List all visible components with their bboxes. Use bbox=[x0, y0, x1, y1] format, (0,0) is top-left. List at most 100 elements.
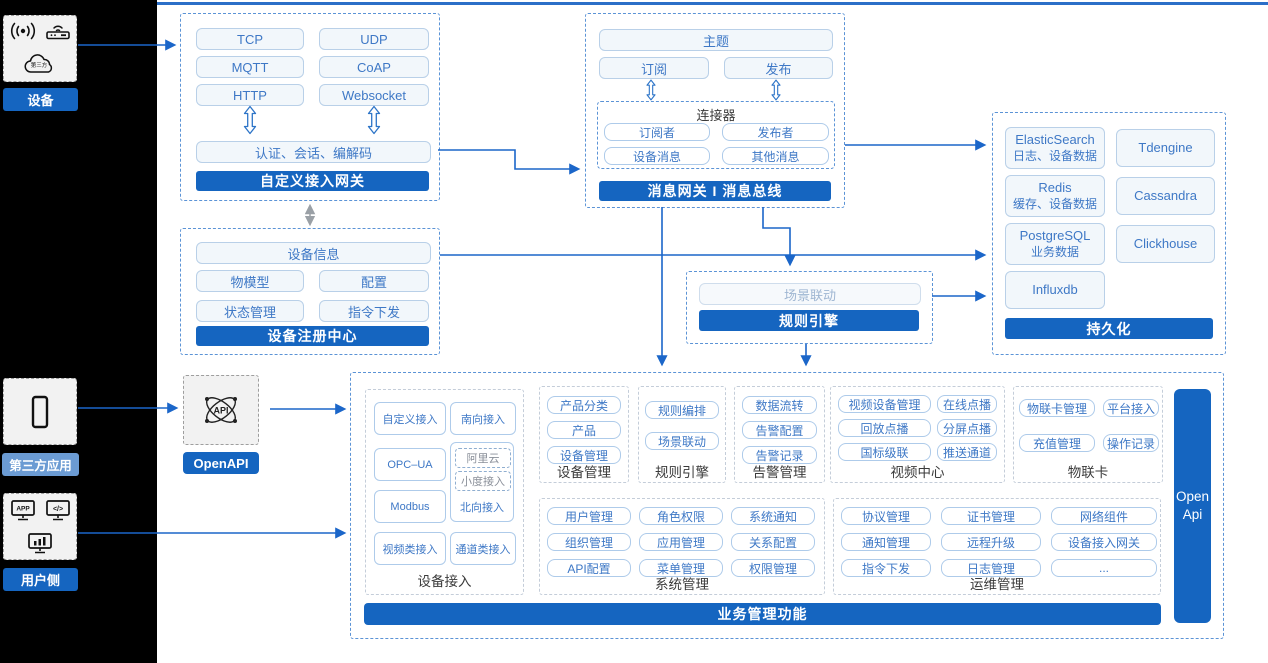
openapi-label: OpenAPI bbox=[183, 452, 259, 474]
access-item: Modbus bbox=[374, 490, 446, 523]
connector-grid: 订阅者发布者设备消息其他消息 bbox=[604, 123, 829, 165]
device-mgmt-item: 产品分类 bbox=[547, 396, 621, 414]
rule-engine-block: 场景联动 规则引擎 bbox=[686, 271, 933, 344]
double-arrow-icon bbox=[646, 79, 656, 101]
protocol-box: Websocket bbox=[319, 84, 429, 106]
system-mgmt-item: 菜单管理 bbox=[639, 559, 723, 577]
connector-title: 连接器 bbox=[696, 108, 736, 123]
db-box-redis: Redis 缓存、设备数据 bbox=[1005, 175, 1105, 217]
registry-item: 指令下发 bbox=[319, 300, 429, 322]
chart-window-icon bbox=[28, 533, 52, 554]
aliyun-dashed-chip: 阿里云 bbox=[455, 448, 511, 468]
access-item: 视频类接入 bbox=[374, 532, 446, 565]
device-source-box: 第三方 bbox=[3, 15, 77, 82]
db-box-elasticsearch: ElasticSearch 日志、设备数据 bbox=[1005, 127, 1105, 169]
iot-card-item: 平台接入 bbox=[1103, 399, 1159, 417]
persistence-title-bar: 持久化 bbox=[1005, 318, 1213, 339]
system-mgmt-item: 权限管理 bbox=[731, 559, 815, 577]
iot-card-grid: 物联卡管理平台接入充值管理操作记录 bbox=[1019, 399, 1159, 452]
channel-access-item: 通道类接入 bbox=[450, 532, 516, 565]
app-window-icon: APP bbox=[10, 500, 35, 521]
user-side-source-box: APP </> bbox=[3, 493, 77, 560]
code-window-icon: </> bbox=[45, 500, 70, 521]
double-arrow-icon bbox=[367, 105, 381, 135]
protocol-box: HTTP bbox=[196, 84, 304, 106]
device-access-label: 设备接入 bbox=[417, 574, 472, 589]
ops-mgmt-item: 指令下发 bbox=[841, 559, 931, 577]
iot-card-item: 物联卡管理 bbox=[1019, 399, 1095, 417]
access-item: 自定义接入 bbox=[374, 402, 446, 435]
top-accent-line bbox=[157, 2, 1268, 5]
ops-mgmt-item: 设备接入网关 bbox=[1051, 533, 1157, 551]
svg-text:API: API bbox=[213, 406, 228, 416]
device-mgmt-item: 设备管理 bbox=[547, 446, 621, 464]
iot-card-label: 物联卡 bbox=[1067, 465, 1109, 480]
iot-card-box: 物联卡管理平台接入充值管理操作记录 物联卡 bbox=[1013, 386, 1163, 483]
subscribe-box: 订阅 bbox=[599, 57, 709, 79]
message-gateway-title-bar: 消息网关 I 消息总线 bbox=[599, 181, 831, 201]
user-side-label: 用户侧 bbox=[3, 568, 78, 591]
connector-box: 连接器 订阅者发布者设备消息其他消息 bbox=[597, 101, 835, 169]
access-item: OPC–UA bbox=[374, 448, 446, 481]
custom-gateway-title-bar: 自定义接入网关 bbox=[196, 171, 429, 191]
rule-engine-label: 规则引擎 bbox=[655, 465, 709, 480]
video-center-item: 回放点播 bbox=[838, 419, 931, 437]
rule-engine-list: 规则编排场景联动 bbox=[645, 401, 719, 450]
system-mgmt-item: 应用管理 bbox=[639, 533, 723, 551]
openapi-source-box: API bbox=[183, 375, 259, 445]
db-box-tdengine: Tdengine bbox=[1116, 129, 1215, 167]
alarm-mgmt-list: 数据流转告警配置告警记录 bbox=[742, 396, 817, 464]
alarm-mgmt-item: 告警记录 bbox=[742, 446, 817, 464]
rule-engine-item: 规则编排 bbox=[645, 401, 719, 419]
video-center-label: 视频中心 bbox=[890, 465, 945, 480]
ops-mgmt-item: 协议管理 bbox=[841, 507, 931, 525]
registry-item: 配置 bbox=[319, 270, 429, 292]
alarm-mgmt-box: 数据流转告警配置告警记录 告警管理 bbox=[734, 386, 825, 483]
svg-text:APP: APP bbox=[16, 506, 30, 513]
video-center-box: 视频设备管理在线点播回放点播分屏点播国标级联推送通道 视频中心 bbox=[830, 386, 1005, 483]
ops-mgmt-item: 证书管理 bbox=[941, 507, 1041, 525]
alarm-mgmt-item: 告警配置 bbox=[742, 421, 817, 439]
device-mgmt-list: 产品分类产品设备管理 bbox=[547, 396, 621, 464]
connector-item: 发布者 bbox=[722, 123, 829, 141]
alarm-mgmt-label: 告警管理 bbox=[752, 465, 807, 480]
third-party-source-box bbox=[3, 378, 77, 445]
video-center-item: 在线点播 bbox=[937, 395, 997, 413]
publish-box: 发布 bbox=[724, 57, 833, 79]
connector-item: 其他消息 bbox=[722, 147, 829, 165]
device-registry-title-bar: 设备注册中心 bbox=[196, 326, 429, 346]
open-api-vertical-bar: Open Api bbox=[1174, 389, 1211, 623]
video-center-grid: 视频设备管理在线点播回放点播分屏点播国标级联推送通道 bbox=[838, 395, 997, 461]
db-box-influxdb: Influxdb bbox=[1005, 271, 1105, 309]
db-box-cassandra: Cassandra bbox=[1116, 177, 1215, 215]
system-mgmt-item: 组织管理 bbox=[547, 533, 631, 551]
ops-mgmt-item: 日志管理 bbox=[941, 559, 1041, 577]
router-icon bbox=[45, 25, 70, 40]
protocol-box: CoAP bbox=[319, 56, 429, 78]
xiaodu-dashed-chip: 小度接入 bbox=[455, 471, 511, 491]
device-label: 设备 bbox=[3, 88, 78, 111]
business-footer-bar: 业务管理功能 bbox=[364, 603, 1161, 625]
double-arrow-icon bbox=[771, 79, 781, 101]
topic-box: 主题 bbox=[599, 29, 833, 51]
api-network-icon: API bbox=[205, 397, 237, 423]
south-access-item: 南向接入 bbox=[450, 402, 516, 435]
device-registry-block: 设备信息 物模型配置状态管理指令下发 设备注册中心 bbox=[180, 228, 440, 355]
north-access-label: 北向接入 bbox=[460, 502, 504, 514]
protocol-box: TCP bbox=[196, 28, 304, 50]
system-mgmt-item: API配置 bbox=[547, 559, 631, 577]
ops-mgmt-item: 网络组件 bbox=[1051, 507, 1157, 525]
device-mgmt-box: 产品分类产品设备管理 设备管理 bbox=[539, 386, 629, 483]
business-block: 自定义接入 OPC–UA Modbus 视频类接入 南向接入 北向接入 阿里云 … bbox=[350, 372, 1224, 639]
system-mgmt-item: 关系配置 bbox=[731, 533, 815, 551]
video-center-item: 国标级联 bbox=[838, 443, 931, 461]
persistence-block: ElasticSearch 日志、设备数据 Tdengine Redis 缓存、… bbox=[992, 112, 1226, 355]
device-access-box: 自定义接入 OPC–UA Modbus 视频类接入 南向接入 北向接入 阿里云 … bbox=[365, 389, 524, 595]
system-mgmt-item: 系统通知 bbox=[731, 507, 815, 525]
protocol-box: UDP bbox=[319, 28, 429, 50]
registry-item: 状态管理 bbox=[196, 300, 304, 322]
video-center-item: 视频设备管理 bbox=[838, 395, 931, 413]
